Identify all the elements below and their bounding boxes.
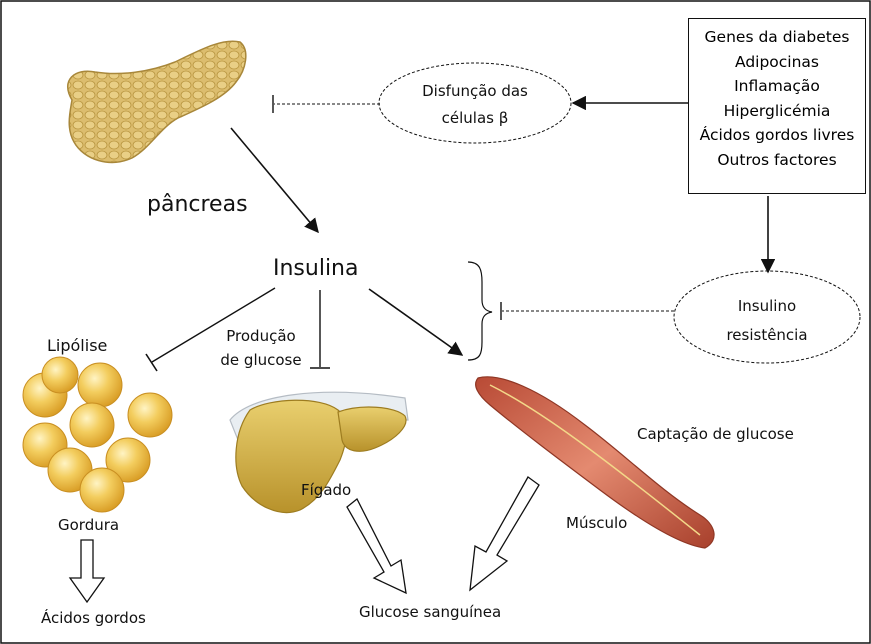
fat-cells-image xyxy=(23,357,172,512)
factor-item: Adipocinas xyxy=(689,50,865,75)
curly-brace xyxy=(468,262,492,360)
factor-item: Inflamação xyxy=(689,74,865,99)
beta-dysfunction-label: Disfunção das células β xyxy=(400,78,550,132)
lipolysis-label: Lipólise xyxy=(47,336,107,355)
glucose-uptake-label: Captação de glucose xyxy=(637,425,794,443)
arrow-insulin-to-muscle xyxy=(369,289,462,355)
insulin-label: Insulina xyxy=(273,256,359,281)
inhibit-resistance-insulin xyxy=(501,302,674,320)
hollow-arrow-liver-to-glucose xyxy=(347,499,406,593)
hollow-arrow-muscle-to-glucose xyxy=(470,477,539,590)
muscle-label: Músculo xyxy=(566,514,627,532)
fat-label: Gordura xyxy=(58,516,119,534)
glucose-production-line2: de glucose xyxy=(205,351,317,369)
factor-item: Ácidos gordos livres xyxy=(689,123,865,148)
factor-item: Outros factores xyxy=(689,148,865,173)
glucose-production-line1: Produção xyxy=(205,327,317,345)
inhibit-dysfunction-pancreas xyxy=(273,95,380,113)
insulin-resistance-line2: resistência xyxy=(702,321,832,350)
factor-item: Hiperglicémia xyxy=(689,99,865,124)
glucose-production-label: Produção de glucose xyxy=(205,327,317,369)
fatty-acids-label: Ácidos gordos xyxy=(41,609,146,627)
hollow-arrow-fat-to-fattyacids xyxy=(70,540,104,602)
factor-item: Genes da diabetes xyxy=(689,25,865,50)
risk-factors-box: Genes da diabetes Adipocinas Inflamação … xyxy=(688,18,866,194)
insulin-resistance-label: Insulino resistência xyxy=(702,292,832,350)
beta-dysfunction-line1: Disfunção das xyxy=(400,78,550,105)
pancreas-label: pâncreas xyxy=(147,192,248,217)
liver-label: Fígado xyxy=(301,481,351,499)
insulin-resistance-line1: Insulino xyxy=(702,292,832,321)
beta-dysfunction-line2: células β xyxy=(400,105,550,132)
pancreas-image xyxy=(68,41,246,162)
blood-glucose-label: Glucose sanguínea xyxy=(359,603,501,621)
